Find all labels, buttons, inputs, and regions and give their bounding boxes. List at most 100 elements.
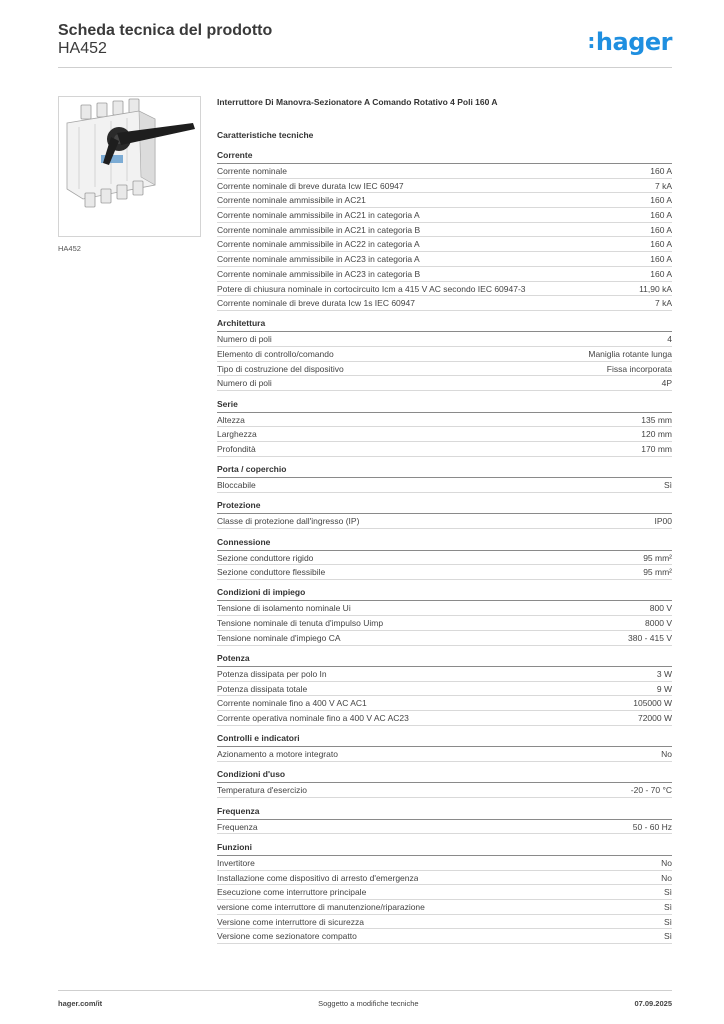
image-caption: HA452 bbox=[58, 244, 81, 253]
spec-label: Profondità bbox=[217, 444, 256, 454]
spec-row: Tensione nominale d'impiego CA 380 - 415 … bbox=[217, 631, 672, 646]
spec-label: Corrente nominale ammissibile in AC23 in… bbox=[217, 268, 421, 279]
spec-value: 160 A bbox=[650, 268, 672, 279]
section-title: Protezione bbox=[217, 499, 672, 515]
spec-label: Installazione come dispositivo di arrest… bbox=[217, 872, 419, 883]
page-header: Scheda tecnica del prodotto HA452 :hager bbox=[58, 22, 673, 68]
spec-label: Sezione conduttore rigido bbox=[217, 552, 314, 563]
footer-date: 07.09.2025 bbox=[634, 999, 672, 1008]
spec-label: Corrente operativa nominale fino a 400 V… bbox=[217, 713, 409, 724]
spec-value: 160 A bbox=[650, 210, 672, 221]
hager-logo: :hager bbox=[587, 28, 672, 56]
spec-row: Corrente nominale di breve durata Icw 1s… bbox=[217, 296, 672, 311]
spec-value: 380 - 415 V bbox=[628, 632, 672, 643]
spec-row: Potere di chiusura nominale in cortocirc… bbox=[217, 282, 672, 297]
section-title: Frequenza bbox=[217, 805, 672, 820]
spec-row: Corrente nominale di breve durata Icw IE… bbox=[217, 179, 672, 194]
spec-value: -20 - 70 °C bbox=[630, 785, 672, 796]
section-title: Controlli e indicatori bbox=[217, 732, 672, 748]
spec-value: 95 mm² bbox=[643, 567, 672, 578]
spec-label: Corrente nominale fino a 400 V AC AC1 bbox=[217, 698, 367, 709]
spec-row: Tensione nominale di tenuta d'impulso Ui… bbox=[217, 616, 672, 631]
section-title: Potenza bbox=[217, 652, 672, 667]
spec-label: Tensione nominale di tenuta d'impulso Ui… bbox=[217, 618, 384, 629]
spec-label: Tensione nominale d'impiego CA bbox=[217, 632, 341, 643]
spec-label: Corrente nominale ammissibile in AC21 bbox=[217, 195, 366, 206]
spec-label: versione come interruttore di manutenzio… bbox=[217, 901, 425, 912]
section-title: Connessione bbox=[217, 536, 672, 551]
spec-value: 50 - 60 Hz bbox=[632, 821, 672, 832]
spec-value: No bbox=[661, 857, 672, 868]
spec-heading: Caratteristiche tecniche bbox=[217, 130, 314, 140]
spec-label: Classe di protezione dall'ingresso (IP) bbox=[217, 516, 360, 527]
spec-value: 95 mm² bbox=[643, 552, 672, 563]
spec-value: 160 A bbox=[650, 195, 672, 206]
spec-row: Versione come interruttore di sicurezza S… bbox=[217, 915, 672, 930]
spec-label: Larghezza bbox=[217, 429, 257, 440]
spec-row: Corrente nominale ammissibile in AC21 160… bbox=[217, 193, 672, 209]
spec-value: 4P bbox=[661, 378, 672, 389]
spec-label: Versione come sezionatore compatto bbox=[217, 931, 357, 942]
spec-label: Corrente nominale ammissibile in AC21 in… bbox=[217, 224, 421, 235]
spec-row: Installazione come dispositivo di arrest… bbox=[217, 871, 672, 886]
page-title: Scheda tecnica del prodotto bbox=[58, 22, 273, 39]
page-footer: hager.com/it Soggetto a modifiche tecnic… bbox=[58, 990, 672, 1008]
spec-value: Sì bbox=[663, 887, 672, 898]
section-title: Serie bbox=[217, 398, 672, 413]
spec-row: versione come interruttore di manutenzio… bbox=[217, 900, 672, 915]
footer-notice: Soggetto a modifiche tecniche bbox=[318, 999, 419, 1008]
spec-row: Corrente nominale ammissibile in AC23 in… bbox=[217, 252, 672, 267]
spec-value: IP00 bbox=[654, 516, 673, 527]
section-title: Corrente bbox=[217, 149, 672, 164]
spec-value: 160 A bbox=[650, 224, 672, 235]
spec-value: 9 W bbox=[656, 683, 672, 694]
spec-label: Versione come interruttore di sicurezza bbox=[217, 916, 364, 927]
spec-row: Corrente operativa nominale fino a 400 V… bbox=[217, 711, 672, 726]
section-title: Funzioni bbox=[217, 841, 672, 856]
spec-row: Sezione conduttore flessibile 95 mm² bbox=[217, 565, 672, 580]
spec-value: 105000 W bbox=[633, 698, 672, 709]
product-image bbox=[58, 96, 201, 237]
spec-label: Sezione conduttore flessibile bbox=[217, 567, 326, 578]
rotary-switch-image bbox=[66, 98, 195, 208]
spec-value: Sì bbox=[663, 931, 672, 942]
spec-row: Corrente nominale fino a 400 V AC AC1 105… bbox=[217, 696, 672, 712]
spec-label: Azionamento a motore integrato bbox=[217, 749, 338, 760]
logo-text: hager bbox=[595, 28, 673, 56]
spec-value: 8000 V bbox=[645, 618, 672, 629]
spec-value: Maniglia rotante lunga bbox=[588, 349, 672, 360]
spec-row: Corrente nominale ammissibile in AC23 in… bbox=[217, 267, 672, 282]
spec-row: Versione come sezionatore compatto Sì bbox=[217, 929, 672, 944]
section-title: Architettura bbox=[217, 317, 672, 333]
spec-value: Sì bbox=[663, 916, 672, 927]
spec-label: Potenza dissipata totale bbox=[217, 683, 308, 694]
spec-value: 72000 W bbox=[637, 713, 672, 724]
product-description: Interruttore Di Manovra-Sezionatore A Co… bbox=[217, 97, 498, 107]
footer-website: hager.com/it bbox=[58, 999, 103, 1008]
spec-value: No bbox=[661, 872, 672, 883]
spec-label: Tipo di costruzione del dispositivo bbox=[217, 363, 344, 374]
spec-label: Corrente nominale di breve durata Icw 1s… bbox=[217, 298, 415, 309]
spec-label: Corrente nominale ammissibile in AC21 in… bbox=[217, 210, 420, 221]
spec-content: Interruttore Di Manovra-Sezionatore A Co… bbox=[217, 96, 672, 950]
spec-label: Corrente nominale bbox=[217, 166, 287, 176]
spec-label: Corrente nominale ammissibile in AC23 in… bbox=[217, 254, 420, 265]
